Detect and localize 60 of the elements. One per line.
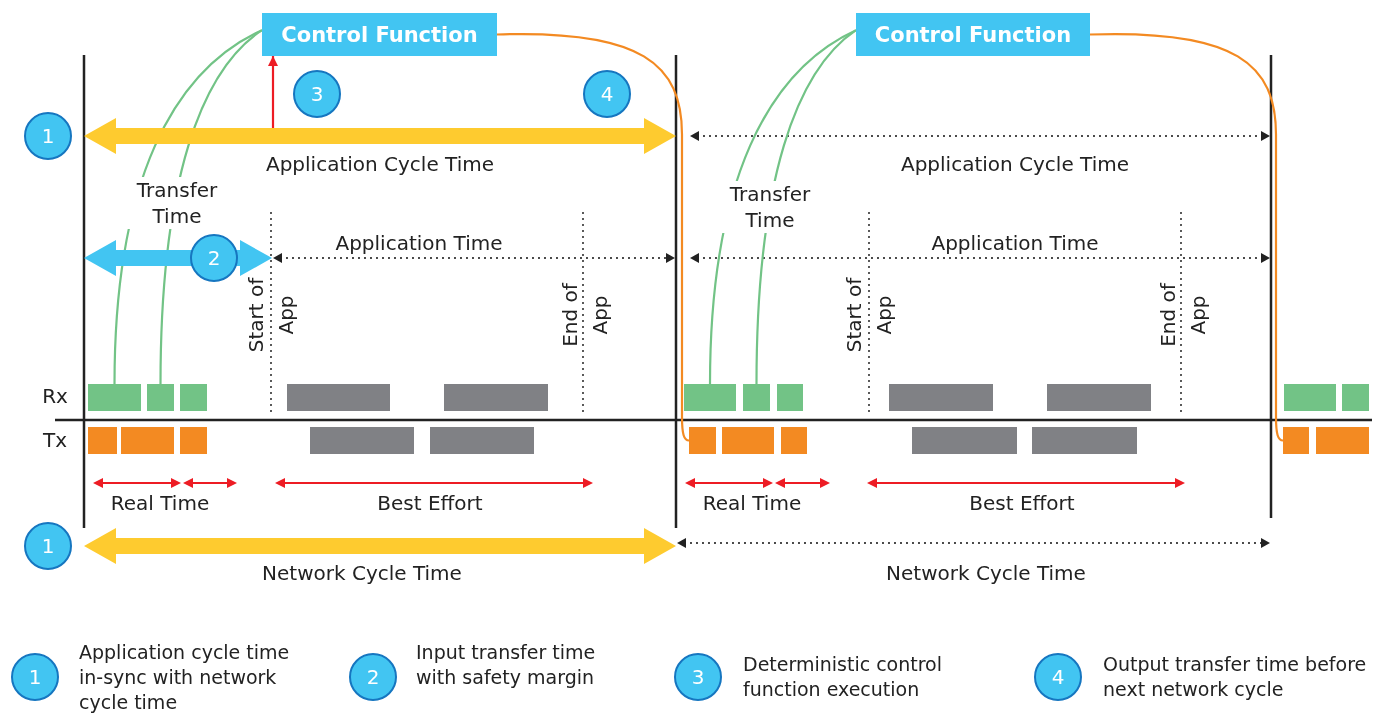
packet-bar — [1342, 384, 1369, 411]
time-label: Rx — [41, 383, 69, 409]
packet-bar — [310, 427, 414, 454]
legend-description: Deterministic control function execution — [743, 652, 944, 702]
packet-bar — [1032, 427, 1137, 454]
time-label: Application Cycle Time — [264, 151, 496, 177]
packet-bar — [1047, 384, 1151, 411]
packet-bar — [1316, 427, 1369, 454]
packet-bar — [180, 384, 207, 411]
callout-number: 2 — [190, 234, 238, 282]
process-box: Control Function — [262, 13, 497, 56]
time-label: End of App — [1155, 281, 1211, 349]
time-label: Application Cycle Time — [899, 151, 1131, 177]
duration-arrow — [84, 528, 676, 564]
connector-line — [1090, 33, 1284, 442]
legend-description: Input transfer time with safety margin — [416, 640, 597, 690]
callout-number: 1 — [11, 653, 59, 701]
packet-bar — [781, 427, 807, 454]
connector-line — [497, 33, 690, 442]
packet-bar — [1283, 427, 1309, 454]
time-label: Network Cycle Time — [885, 560, 1087, 586]
time-label: Start of App — [243, 276, 299, 355]
callout-number: 4 — [1034, 653, 1082, 701]
time-label: Application Time — [930, 230, 1100, 256]
packet-bar — [684, 384, 736, 411]
time-label: Best Effort — [968, 490, 1076, 516]
time-label: Start of App — [841, 276, 897, 355]
packet-bar — [889, 384, 993, 411]
callout-number: 3 — [674, 653, 722, 701]
packet-bar — [777, 384, 803, 411]
time-label: Real Time — [109, 490, 211, 516]
packet-bar — [180, 427, 207, 454]
callout-number: 3 — [293, 70, 341, 118]
time-label: End of App — [557, 281, 613, 349]
packet-bar — [88, 427, 117, 454]
callout-number: 2 — [349, 653, 397, 701]
connector-line — [268, 56, 278, 128]
packet-bar — [1284, 384, 1336, 411]
legend-description: Output transfer time before next network cycle — [1103, 652, 1368, 702]
packet-bar — [121, 427, 174, 454]
packet-bar — [722, 427, 774, 454]
callout-number: 1 — [24, 112, 72, 160]
time-label: Tx — [41, 427, 69, 453]
process-box: Control Function — [856, 13, 1090, 56]
callout-number: 4 — [583, 70, 631, 118]
duration-arrow — [84, 118, 676, 154]
packet-bar — [689, 427, 716, 454]
packet-bar — [912, 427, 1017, 454]
time-label: Network Cycle Time — [261, 560, 463, 586]
time-label: Real Time — [701, 490, 803, 516]
callout-number: 1 — [24, 522, 72, 570]
time-label: Application Time — [334, 230, 504, 256]
packet-bar — [444, 384, 548, 411]
packet-bar — [147, 384, 174, 411]
packet-bar — [430, 427, 534, 454]
packet-bar — [287, 384, 390, 411]
time-label: Best Effort — [376, 490, 484, 516]
packet-bar — [743, 384, 770, 411]
packet-bar — [88, 384, 141, 411]
legend-description: Application cycle time in-sync with network cycle time — [79, 640, 291, 715]
